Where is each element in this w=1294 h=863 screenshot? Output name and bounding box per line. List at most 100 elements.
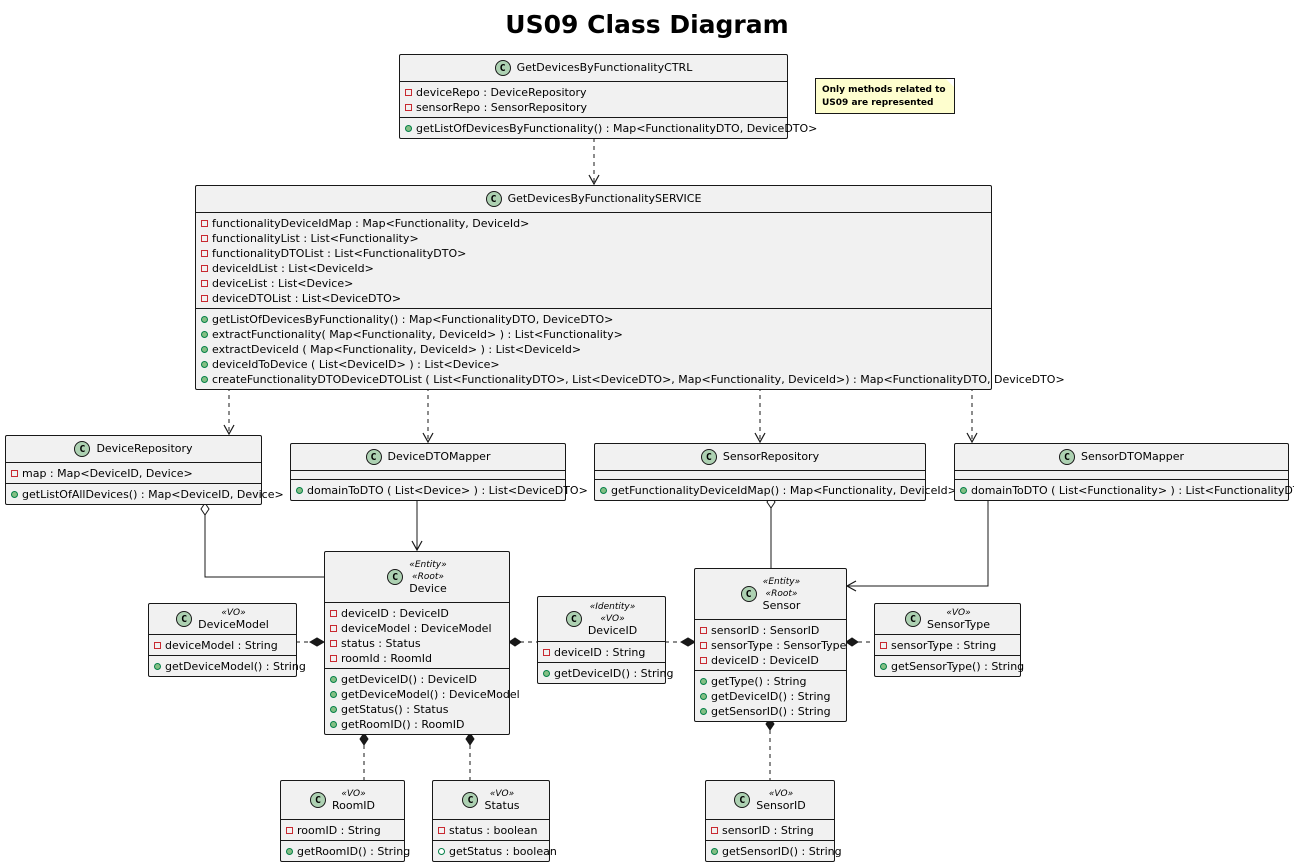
public-visibility-icon	[286, 848, 293, 855]
attribute-row: deviceID : String	[543, 645, 660, 660]
private-visibility-icon	[700, 627, 707, 634]
method-row: getRoomID() : RoomID	[330, 717, 504, 732]
attribute-text: deviceRepo : DeviceRepository	[416, 86, 587, 99]
attribute-row: functionalityDeviceIdMap : Map<Functiona…	[201, 216, 986, 231]
package-visibility-icon	[438, 848, 445, 855]
method-text: getRoomID() : String	[297, 845, 411, 858]
attributes-section	[595, 470, 925, 479]
method-row: getDeviceID() : String	[543, 666, 674, 681]
attribute-text: deviceID : String	[554, 646, 646, 659]
public-visibility-icon	[543, 670, 550, 677]
class-header: C«VO»SensorID	[706, 781, 834, 819]
method-text: extractDeviceId ( Map<Functionality, Dev…	[212, 343, 582, 356]
class-header: C DeviceDTOMapper	[291, 444, 565, 470]
method-text: extractFunctionality( Map<Functionality,…	[212, 328, 623, 341]
public-visibility-icon	[201, 316, 208, 323]
methods-section: getSensorType() : String	[875, 655, 1024, 676]
methods-section: getListOfDevicesByFunctionality() : Map<…	[196, 308, 1065, 389]
attributes-section: sensorID : String	[706, 819, 834, 840]
public-visibility-icon	[330, 721, 337, 728]
private-visibility-icon	[201, 235, 208, 242]
attribute-text: status : boolean	[449, 824, 538, 837]
agg-device-repository-device	[204, 514, 325, 578]
class-c-icon: C	[309, 792, 326, 808]
class-header: C«VO»SensorType	[875, 604, 1020, 634]
attribute-text: deviceID : DeviceID	[711, 654, 819, 667]
methods-section: domainToDTO ( List<Device> ) : List<Devi…	[291, 479, 588, 500]
attribute-text: functionalityDTOList : List<Functionalit…	[212, 247, 467, 260]
method-row: getStatus : boolean	[438, 844, 557, 859]
method-text: domainToDTO ( List<Device> ) : List<Devi…	[307, 484, 588, 497]
method-row: getSensorID() : String	[700, 704, 841, 719]
public-visibility-icon	[330, 691, 337, 698]
class-stereotype: «Root»	[412, 572, 444, 582]
method-row: getSensorType() : String	[880, 659, 1024, 674]
method-row: getDeviceID() : String	[700, 689, 841, 704]
attribute-text: sensorID : String	[722, 824, 814, 837]
attribute-text: deviceDTOList : List<DeviceDTO>	[212, 292, 402, 305]
method-row: extractDeviceId ( Map<Functionality, Dev…	[201, 342, 986, 357]
method-text: getDeviceModel() : DeviceModel	[341, 688, 520, 701]
methods-section: getDeviceModel() : String	[149, 655, 306, 676]
methods-section: domainToDTO ( List<Functionality> ) : Li…	[955, 479, 1294, 500]
class-c-icon: C	[494, 60, 511, 76]
attribute-text: deviceID : DeviceID	[341, 607, 449, 620]
method-text: getType() : String	[711, 675, 807, 688]
class-header: C«VO»DeviceModel	[149, 604, 296, 634]
class-name: SensorType	[927, 618, 990, 631]
methods-section: getSensorID() : String	[706, 840, 842, 861]
public-visibility-icon	[201, 346, 208, 353]
attribute-row: deviceRepo : DeviceRepository	[405, 85, 782, 100]
public-visibility-icon	[960, 487, 967, 494]
private-visibility-icon	[201, 280, 208, 287]
comp-diamond-device-bottom-status	[465, 732, 475, 746]
attribute-row: sensorType : String	[880, 638, 1015, 653]
attribute-row: status : boolean	[438, 823, 544, 838]
method-row: domainToDTO ( List<Functionality> ) : Li…	[960, 483, 1294, 498]
public-visibility-icon	[330, 676, 337, 683]
comp-diamond-sensor-left	[679, 637, 697, 647]
attributes-section: sensorType : String	[875, 634, 1020, 655]
method-text: getSensorID() : String	[711, 705, 831, 718]
private-visibility-icon	[543, 649, 550, 656]
attributes-section: map : Map<DeviceID, Device>	[6, 462, 261, 483]
attribute-row: sensorID : SensorID	[700, 623, 841, 638]
attribute-text: roomID : String	[297, 824, 381, 837]
attribute-text: deviceList : List<Device>	[212, 277, 354, 290]
method-row: getRoomID() : String	[286, 844, 410, 859]
method-row: createFunctionalityDTODeviceDTOList ( Li…	[201, 372, 1065, 387]
method-row: getListOfDevicesByFunctionality() : Map<…	[201, 312, 986, 327]
method-text: getStatus() : Status	[341, 703, 449, 716]
class-name: Sensor	[762, 599, 801, 612]
attribute-row: functionalityList : List<Functionality>	[201, 231, 986, 246]
attribute-row: functionalityDTOList : List<Functionalit…	[201, 246, 986, 261]
attribute-text: functionalityDeviceIdMap : Map<Functiona…	[212, 217, 530, 230]
attribute-text: map : Map<DeviceID, Device>	[22, 467, 193, 480]
public-visibility-icon	[700, 708, 707, 715]
public-visibility-icon	[330, 706, 337, 713]
public-visibility-icon	[296, 487, 303, 494]
method-text: getDeviceID() : String	[711, 690, 831, 703]
class-sensor-type: C«VO»SensorType sensorType : String getSen…	[874, 603, 1024, 677]
class-name: DeviceDTOMapper	[387, 450, 491, 463]
class-name: SensorID	[756, 799, 806, 812]
comp-diamond-device-bottom-room	[359, 732, 369, 746]
comp-diamond-device-left	[308, 637, 326, 647]
attribute-row: deviceID : DeviceID	[330, 606, 504, 621]
attribute-text: sensorID : SensorID	[711, 624, 820, 637]
method-row: getStatus() : Status	[330, 702, 504, 717]
comp-diamond-device-right	[508, 637, 522, 647]
class-c-icon: C	[365, 449, 382, 465]
private-visibility-icon	[330, 640, 337, 647]
private-visibility-icon	[201, 295, 208, 302]
class-name: DeviceRepository	[96, 442, 193, 455]
method-row: extractFunctionality( Map<Functionality,…	[201, 327, 986, 342]
attribute-row: deviceDTOList : List<DeviceDTO>	[201, 291, 986, 306]
attributes-section: deviceModel : String	[149, 634, 296, 655]
